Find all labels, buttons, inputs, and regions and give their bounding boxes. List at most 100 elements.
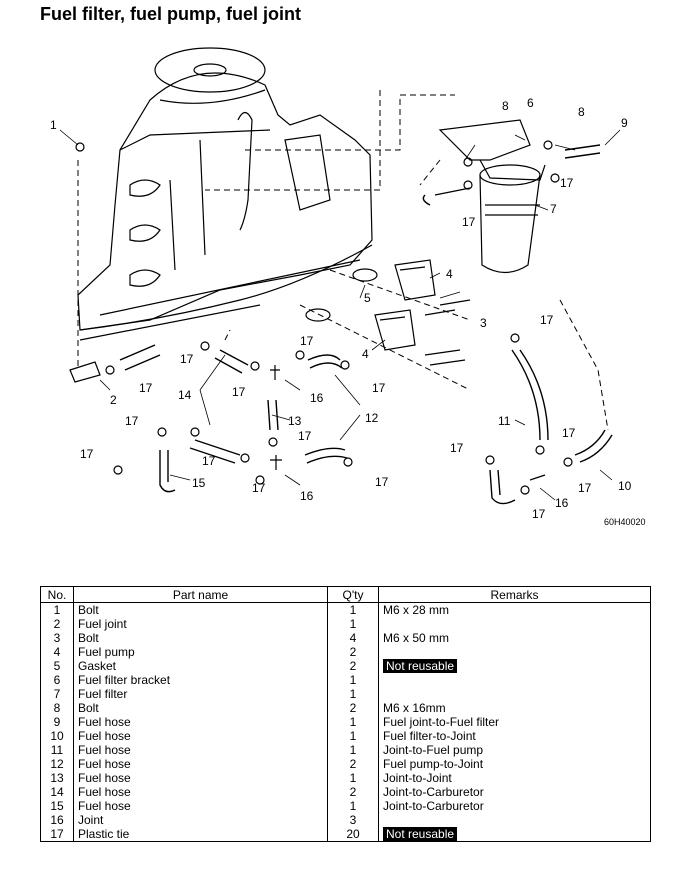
cell-no: 14 [40,785,74,799]
cell-remarks: Joint-to-Carburetor [378,799,651,813]
callout-17: 17 [450,441,464,455]
cell-no: 15 [40,799,74,813]
callout-15: 15 [192,476,206,490]
cell-remarks: Joint-to-Fuel pump [378,743,651,757]
cell-qty: 2 [327,785,379,799]
cell-no: 9 [40,715,74,729]
cell-remarks: M6 x 16mm [378,701,651,715]
header-remarks: Remarks [378,586,651,603]
callout-labels: 1 2 3 4 4 5 6 7 8 8 9 10 11 12 13 14 15 … [50,96,646,527]
cell-no: 6 [40,673,74,687]
exploded-parts-diagram: 1 2 3 4 4 5 6 7 8 8 9 10 11 12 13 14 15 … [50,47,646,527]
cell-remarks: Joint-to-Carburetor [378,785,651,799]
callout-17: 17 [125,414,139,428]
header-part-name: Part name [73,586,328,603]
table-header-row: No. Part name Q'ty Remarks [40,586,651,603]
callout-2: 2 [110,393,117,407]
header-qty: Q'ty [327,586,379,603]
cell-remarks: Not reusable [378,659,651,673]
callout-17: 17 [202,454,216,468]
cell-no: 2 [40,617,74,631]
callout-12: 12 [365,411,379,425]
cell-no: 12 [40,757,74,771]
cell-qty: 1 [327,799,379,813]
cell-remarks [378,617,651,631]
callout-16: 16 [310,391,324,405]
callout-4: 4 [362,347,369,361]
callout-5: 5 [364,291,371,305]
cell-remarks [378,813,651,827]
cell-qty: 1 [327,687,379,701]
cell-qty: 3 [327,813,379,827]
callout-7: 7 [550,202,557,216]
cell-remarks: M6 x 28 mm [378,602,651,617]
fuel-pumps [305,259,436,351]
callout-17: 17 [462,215,476,229]
callout-17: 17 [540,313,554,327]
callout-1: 1 [50,118,57,132]
not-reusable-badge: Not reusable [383,659,458,673]
callout-17: 17 [562,426,576,440]
callout-4: 4 [446,267,453,281]
callout-17: 17 [532,507,546,521]
cell-part-name: Fuel hose [73,743,328,757]
callout-17: 17 [298,429,312,443]
page-title: Fuel filter, fuel pump, fuel joint [40,4,301,24]
cell-qty: 1 [327,602,379,617]
callout-8: 8 [578,105,585,119]
cell-remarks: Not reusable [378,827,651,842]
callout-17: 17 [560,176,574,190]
callout-14: 14 [178,388,192,402]
cell-qty: 2 [327,757,379,771]
cell-part-name: Fuel hose [73,757,328,771]
callout-17: 17 [139,381,153,395]
cell-no: 11 [40,743,74,757]
header-no: No. [40,586,74,603]
cell-qty: 1 [327,715,379,729]
cell-part-name: Bolt [73,631,328,645]
cell-no: 3 [40,631,74,645]
engine-illustration [77,47,373,341]
callout-17: 17 [372,381,386,395]
diagram-code: 60H40020 [604,517,646,527]
cell-part-name: Fuel hose [73,785,328,799]
cell-no: 16 [40,813,74,827]
callout-17: 17 [375,475,389,489]
cell-no: 1 [40,602,74,617]
cell-remarks [378,673,651,687]
callout-13: 13 [288,414,302,428]
callout-16: 16 [300,489,314,503]
cell-part-name: Fuel joint [73,617,328,631]
cell-qty: 4 [327,631,379,645]
cell-no: 10 [40,729,74,743]
cell-remarks: Joint-to-Joint [378,771,651,785]
cell-part-name: Fuel hose [73,715,328,729]
cell-part-name: Fuel hose [73,799,328,813]
cell-part-name: Plastic tie [73,827,328,842]
cell-part-name: Fuel filter [73,687,328,701]
cell-part-name: Fuel hose [73,729,328,743]
cell-remarks: M6 x 50 mm [378,631,651,645]
leader-lines [59,129,621,501]
cell-no: 7 [40,687,74,701]
callout-17: 17 [180,352,194,366]
callout-10: 10 [618,479,632,493]
cell-qty: 1 [327,743,379,757]
cell-no: 4 [40,645,74,659]
cell-part-name: Gasket [73,659,328,673]
cell-part-name: Bolt [73,602,328,617]
fastener-markers [69,140,573,495]
not-reusable-badge: Not reusable [383,827,458,841]
